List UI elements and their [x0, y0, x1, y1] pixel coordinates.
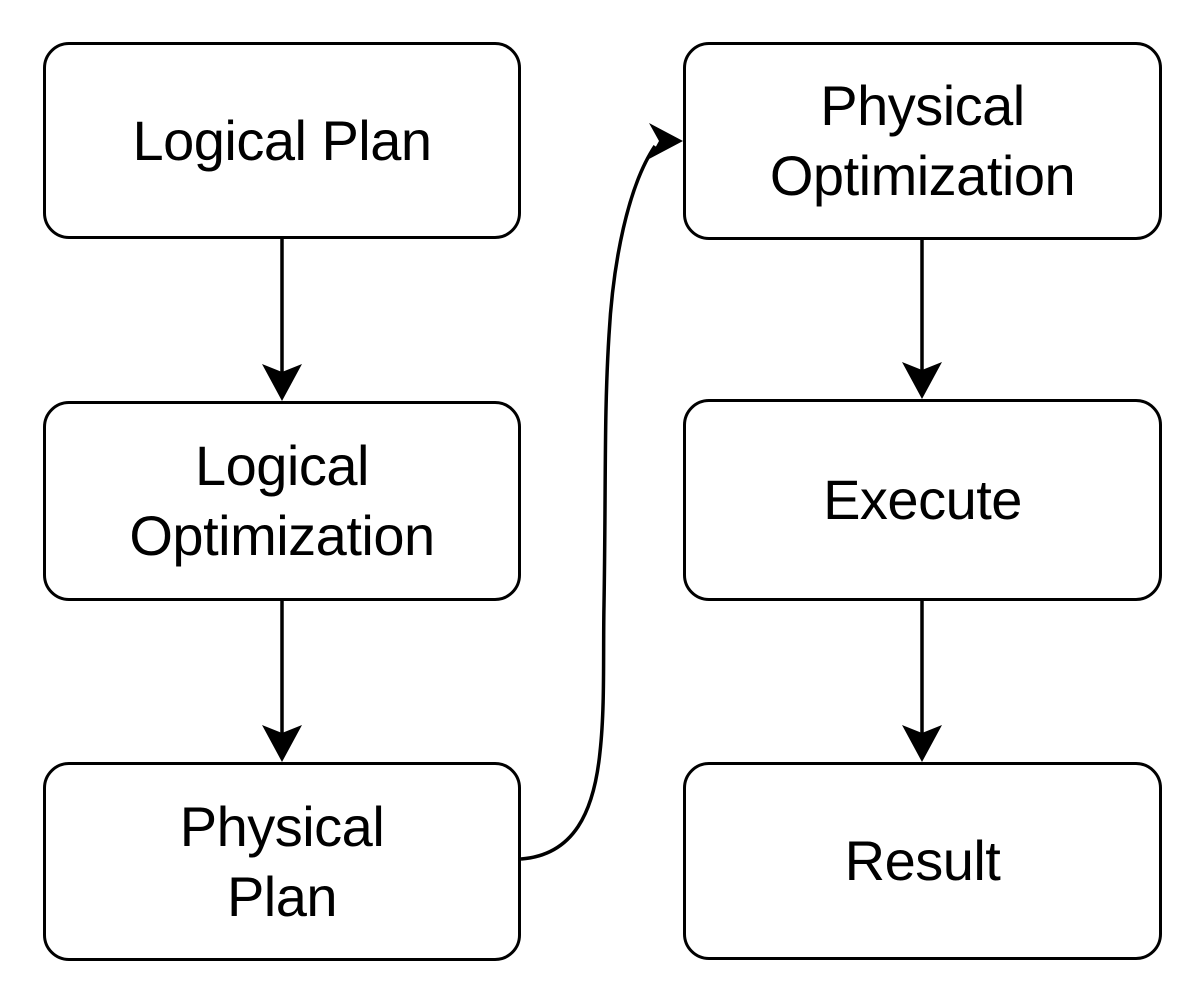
node-logical-optimization-label: Logical Optimization: [129, 434, 435, 567]
arrowhead-down-icon: [262, 725, 302, 762]
arrowhead-down-icon: [902, 362, 942, 399]
node-physical-plan-label: Physical Plan: [179, 794, 385, 928]
node-logical-plan-label: Logical Plan: [132, 108, 432, 172]
node-logical-plan: Logical Plan: [43, 42, 521, 239]
node-physical-optimization-label: Physical Optimization: [769, 74, 1076, 207]
arrowhead-down-icon: [902, 725, 942, 762]
edge-execute-to-result: [902, 601, 942, 762]
edge-physical-plan-to-physical-optimization: [520, 123, 683, 861]
node-execute-label: Execute: [823, 468, 1022, 531]
edge-logical-optimization-to-physical-plan: [262, 601, 302, 762]
edge-physical-optimization-to-execute: [902, 240, 942, 399]
arrowhead-down-icon: [262, 364, 302, 401]
node-physical-plan: Physical Plan: [43, 762, 521, 961]
edge-curve: [520, 145, 657, 861]
arrowhead-right-icon: [649, 123, 683, 159]
node-logical-optimization: Logical Optimization: [43, 401, 521, 601]
edge-logical-plan-to-logical-optimization: [262, 239, 302, 401]
node-execute: Execute: [683, 399, 1162, 601]
node-result: Result: [683, 762, 1162, 960]
node-result-label: Result: [844, 829, 1001, 892]
node-physical-optimization: Physical Optimization: [683, 42, 1162, 240]
